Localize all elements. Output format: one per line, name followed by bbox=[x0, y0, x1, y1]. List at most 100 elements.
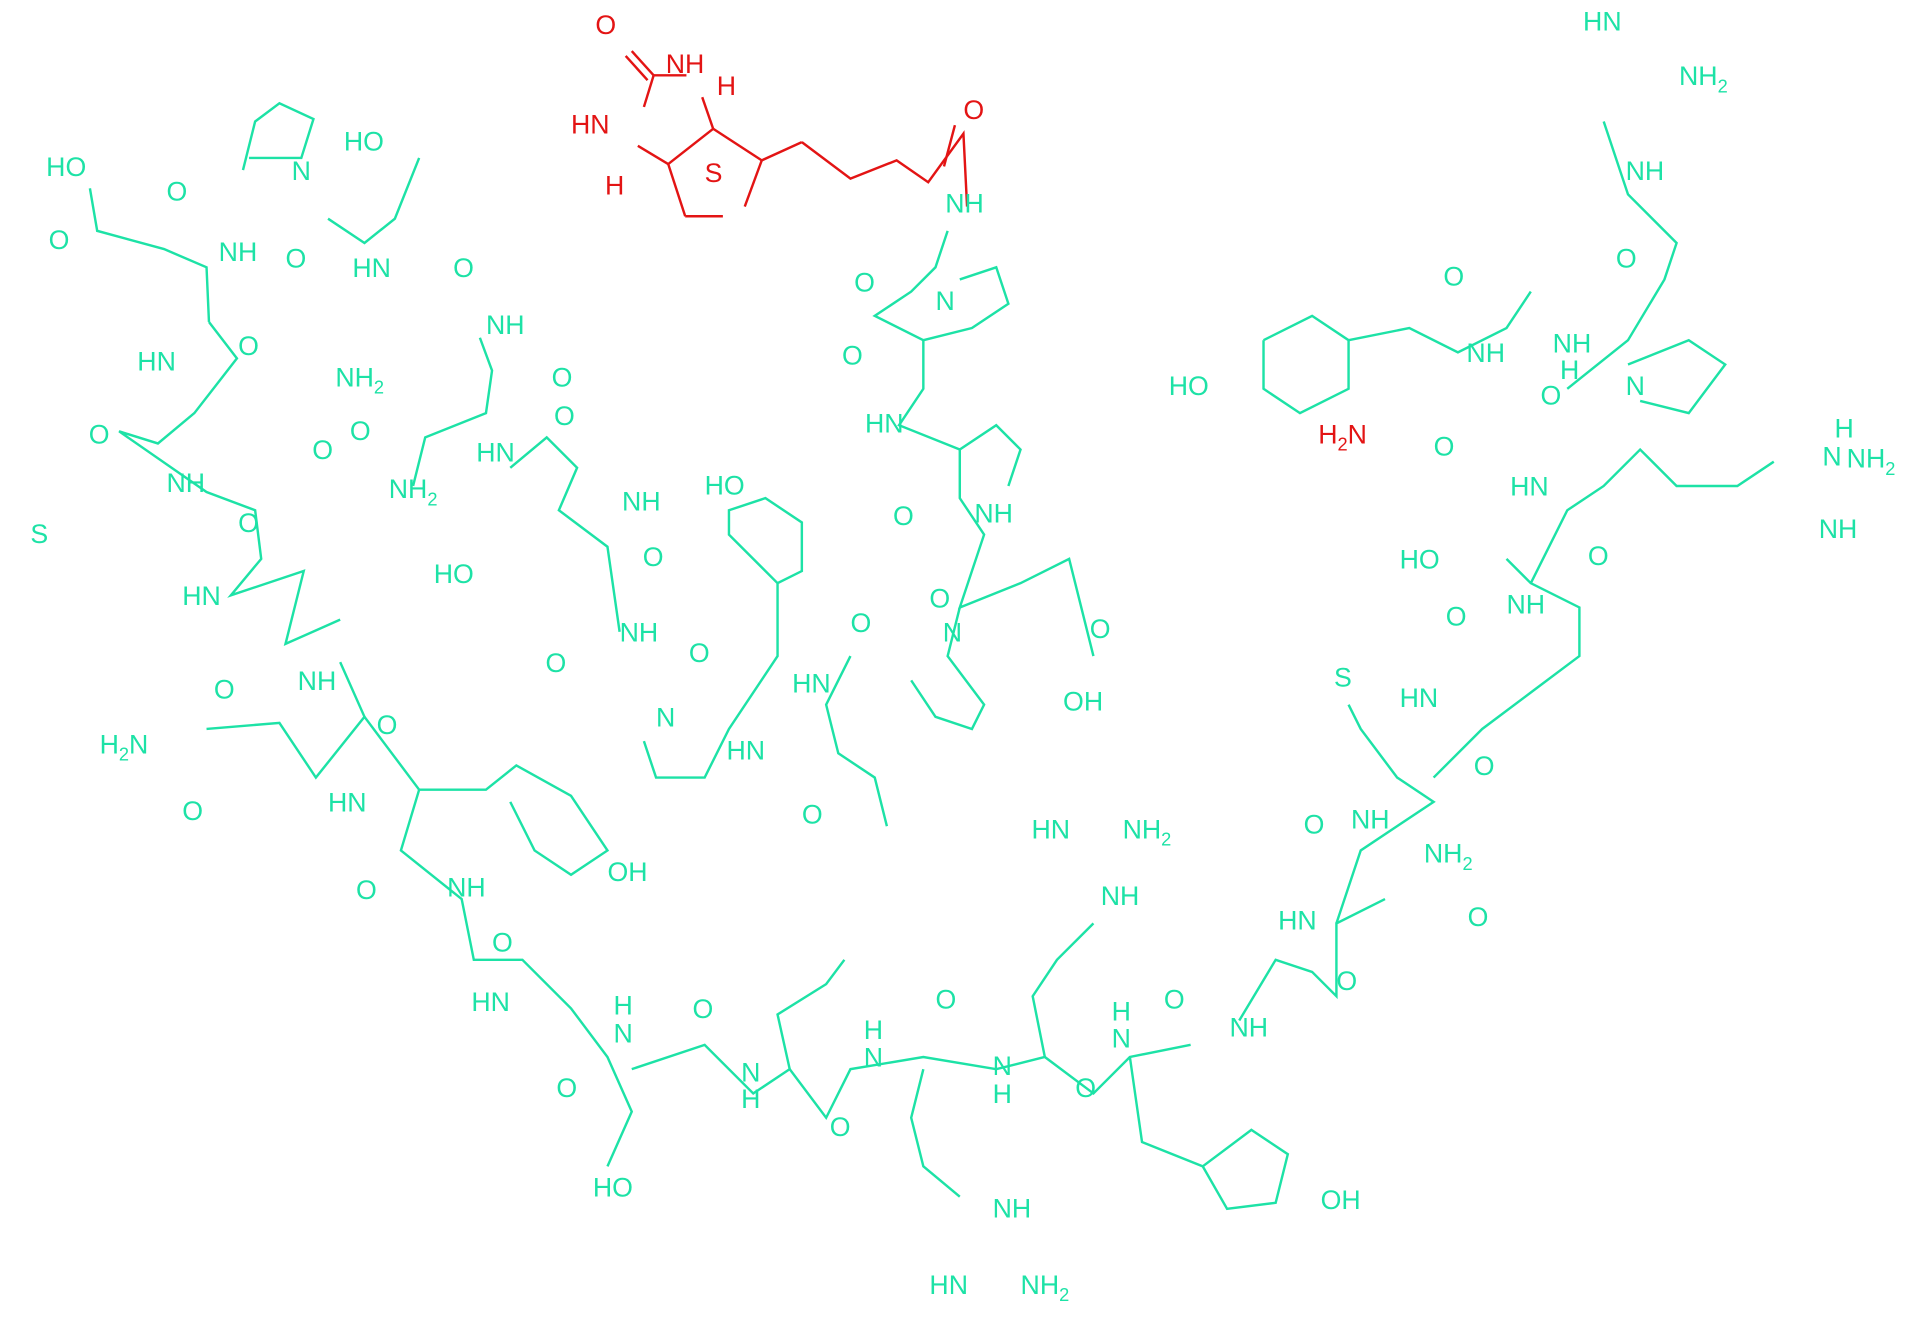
atom-label: O bbox=[552, 362, 573, 392]
atom-label: NH bbox=[486, 310, 525, 340]
atom-label: NH2 bbox=[335, 362, 384, 397]
atom-label: N bbox=[1822, 441, 1841, 471]
atom-label: HO bbox=[434, 559, 474, 589]
atom-label: HN bbox=[137, 347, 176, 377]
atom-label: H bbox=[741, 1084, 760, 1114]
atom-label: NH bbox=[1507, 590, 1546, 620]
atom-label: NH2 bbox=[1123, 814, 1172, 849]
atom-label: O bbox=[377, 710, 398, 740]
atom-label: NH bbox=[620, 617, 659, 647]
atom-label: NH bbox=[1553, 328, 1592, 358]
atom-label: H bbox=[1560, 355, 1579, 385]
atom-label: NH bbox=[1101, 881, 1140, 911]
atom-label: N bbox=[1112, 1023, 1131, 1053]
atom-label: NH bbox=[298, 666, 337, 696]
atom-label: O bbox=[643, 542, 664, 572]
atom-label: NH bbox=[945, 189, 984, 219]
atom-label: O bbox=[1434, 432, 1455, 462]
atom-label: O bbox=[1468, 902, 1489, 932]
atom-label: HN bbox=[727, 735, 766, 765]
atom-label: H2N bbox=[100, 729, 149, 764]
atom-label: O bbox=[238, 331, 259, 361]
atom-label: N bbox=[943, 617, 962, 647]
atom-label: O bbox=[1541, 381, 1562, 411]
atom-label: O bbox=[1443, 262, 1464, 292]
atom-label: O bbox=[693, 994, 714, 1024]
atom-label: HN bbox=[1278, 905, 1317, 935]
atom-label: OH bbox=[1063, 687, 1103, 717]
atom-label: N bbox=[292, 156, 311, 186]
atom-label: HO bbox=[593, 1173, 633, 1203]
atom-label: NH2 bbox=[1679, 61, 1728, 96]
atom-label: HN bbox=[182, 581, 221, 611]
atom-label: HN bbox=[1400, 683, 1439, 713]
atom-label: NH2 bbox=[1424, 839, 1473, 874]
atom-label: H2N bbox=[1318, 419, 1367, 454]
atom-label: N bbox=[1626, 371, 1645, 401]
atom-label: O bbox=[842, 340, 863, 370]
atom-label: NH bbox=[622, 486, 661, 516]
atom-label: H bbox=[864, 1015, 883, 1045]
atom-label: N bbox=[741, 1057, 760, 1087]
atom-label: N bbox=[864, 1043, 883, 1073]
atom-label: N bbox=[935, 286, 954, 316]
atom-label: O bbox=[935, 984, 956, 1014]
biotin-bonds bbox=[624, 50, 969, 218]
atom-label: O bbox=[689, 638, 710, 668]
atom-label: O bbox=[595, 10, 616, 40]
atom-label: HN bbox=[476, 438, 515, 468]
atom-label: O bbox=[453, 253, 474, 283]
atom-label: NH bbox=[1626, 156, 1665, 186]
atom-label: H bbox=[1835, 413, 1854, 443]
atom-label: HO bbox=[1169, 371, 1209, 401]
atom-label: O bbox=[214, 675, 235, 705]
atom-label: O bbox=[802, 800, 823, 830]
atom-label: NH2 bbox=[1847, 444, 1896, 479]
atom-label: HO bbox=[1400, 545, 1440, 575]
atom-label: HN bbox=[929, 1270, 968, 1300]
atom-label: NH bbox=[974, 498, 1013, 528]
atom-label: O bbox=[854, 268, 875, 298]
atom-label: O bbox=[1336, 966, 1357, 996]
atom-label: O bbox=[929, 583, 950, 613]
atom-label: NH bbox=[1466, 338, 1505, 368]
atom-label: O bbox=[286, 243, 307, 273]
atom-label: OH bbox=[1321, 1185, 1361, 1215]
peptide-bonds bbox=[88, 101, 1775, 1211]
atom-label: O bbox=[1446, 602, 1467, 632]
atom-label: NH2 bbox=[389, 474, 438, 509]
atom-label: H bbox=[993, 1079, 1012, 1109]
atom-label: O bbox=[89, 419, 110, 449]
atom-label: OH bbox=[607, 857, 647, 887]
atom-label: HN bbox=[1583, 6, 1622, 36]
atom-label: O bbox=[166, 176, 187, 206]
atom-label: O bbox=[492, 927, 513, 957]
atom-label: HN bbox=[328, 788, 367, 818]
atom-label: HO bbox=[344, 127, 384, 157]
atom-label: O bbox=[182, 796, 203, 826]
atom-label: N bbox=[656, 703, 675, 733]
atom-label: HN bbox=[865, 409, 904, 439]
atom-label: O bbox=[893, 501, 914, 531]
atom-label: S bbox=[30, 519, 48, 549]
atom-label: NH bbox=[1230, 1012, 1269, 1042]
atom-label: HO bbox=[705, 470, 745, 500]
atom-label: O bbox=[1474, 751, 1495, 781]
atom-label: O bbox=[312, 435, 333, 465]
atom-label: O bbox=[963, 95, 984, 125]
atom-label: H bbox=[605, 170, 624, 200]
atom-label: HO bbox=[46, 152, 86, 182]
atom-label: O bbox=[1164, 984, 1185, 1014]
atom-label: HN bbox=[1031, 814, 1070, 844]
atom-label: O bbox=[1304, 809, 1325, 839]
atom-label: S bbox=[705, 158, 723, 188]
atom-label: O bbox=[238, 508, 259, 538]
atom-label: O bbox=[850, 608, 871, 638]
atom-label: O bbox=[1090, 614, 1111, 644]
atom-label: O bbox=[49, 225, 70, 255]
atom-label: HN bbox=[352, 253, 391, 283]
atom-label: N bbox=[614, 1018, 633, 1048]
atom-label: NH bbox=[1351, 805, 1390, 835]
